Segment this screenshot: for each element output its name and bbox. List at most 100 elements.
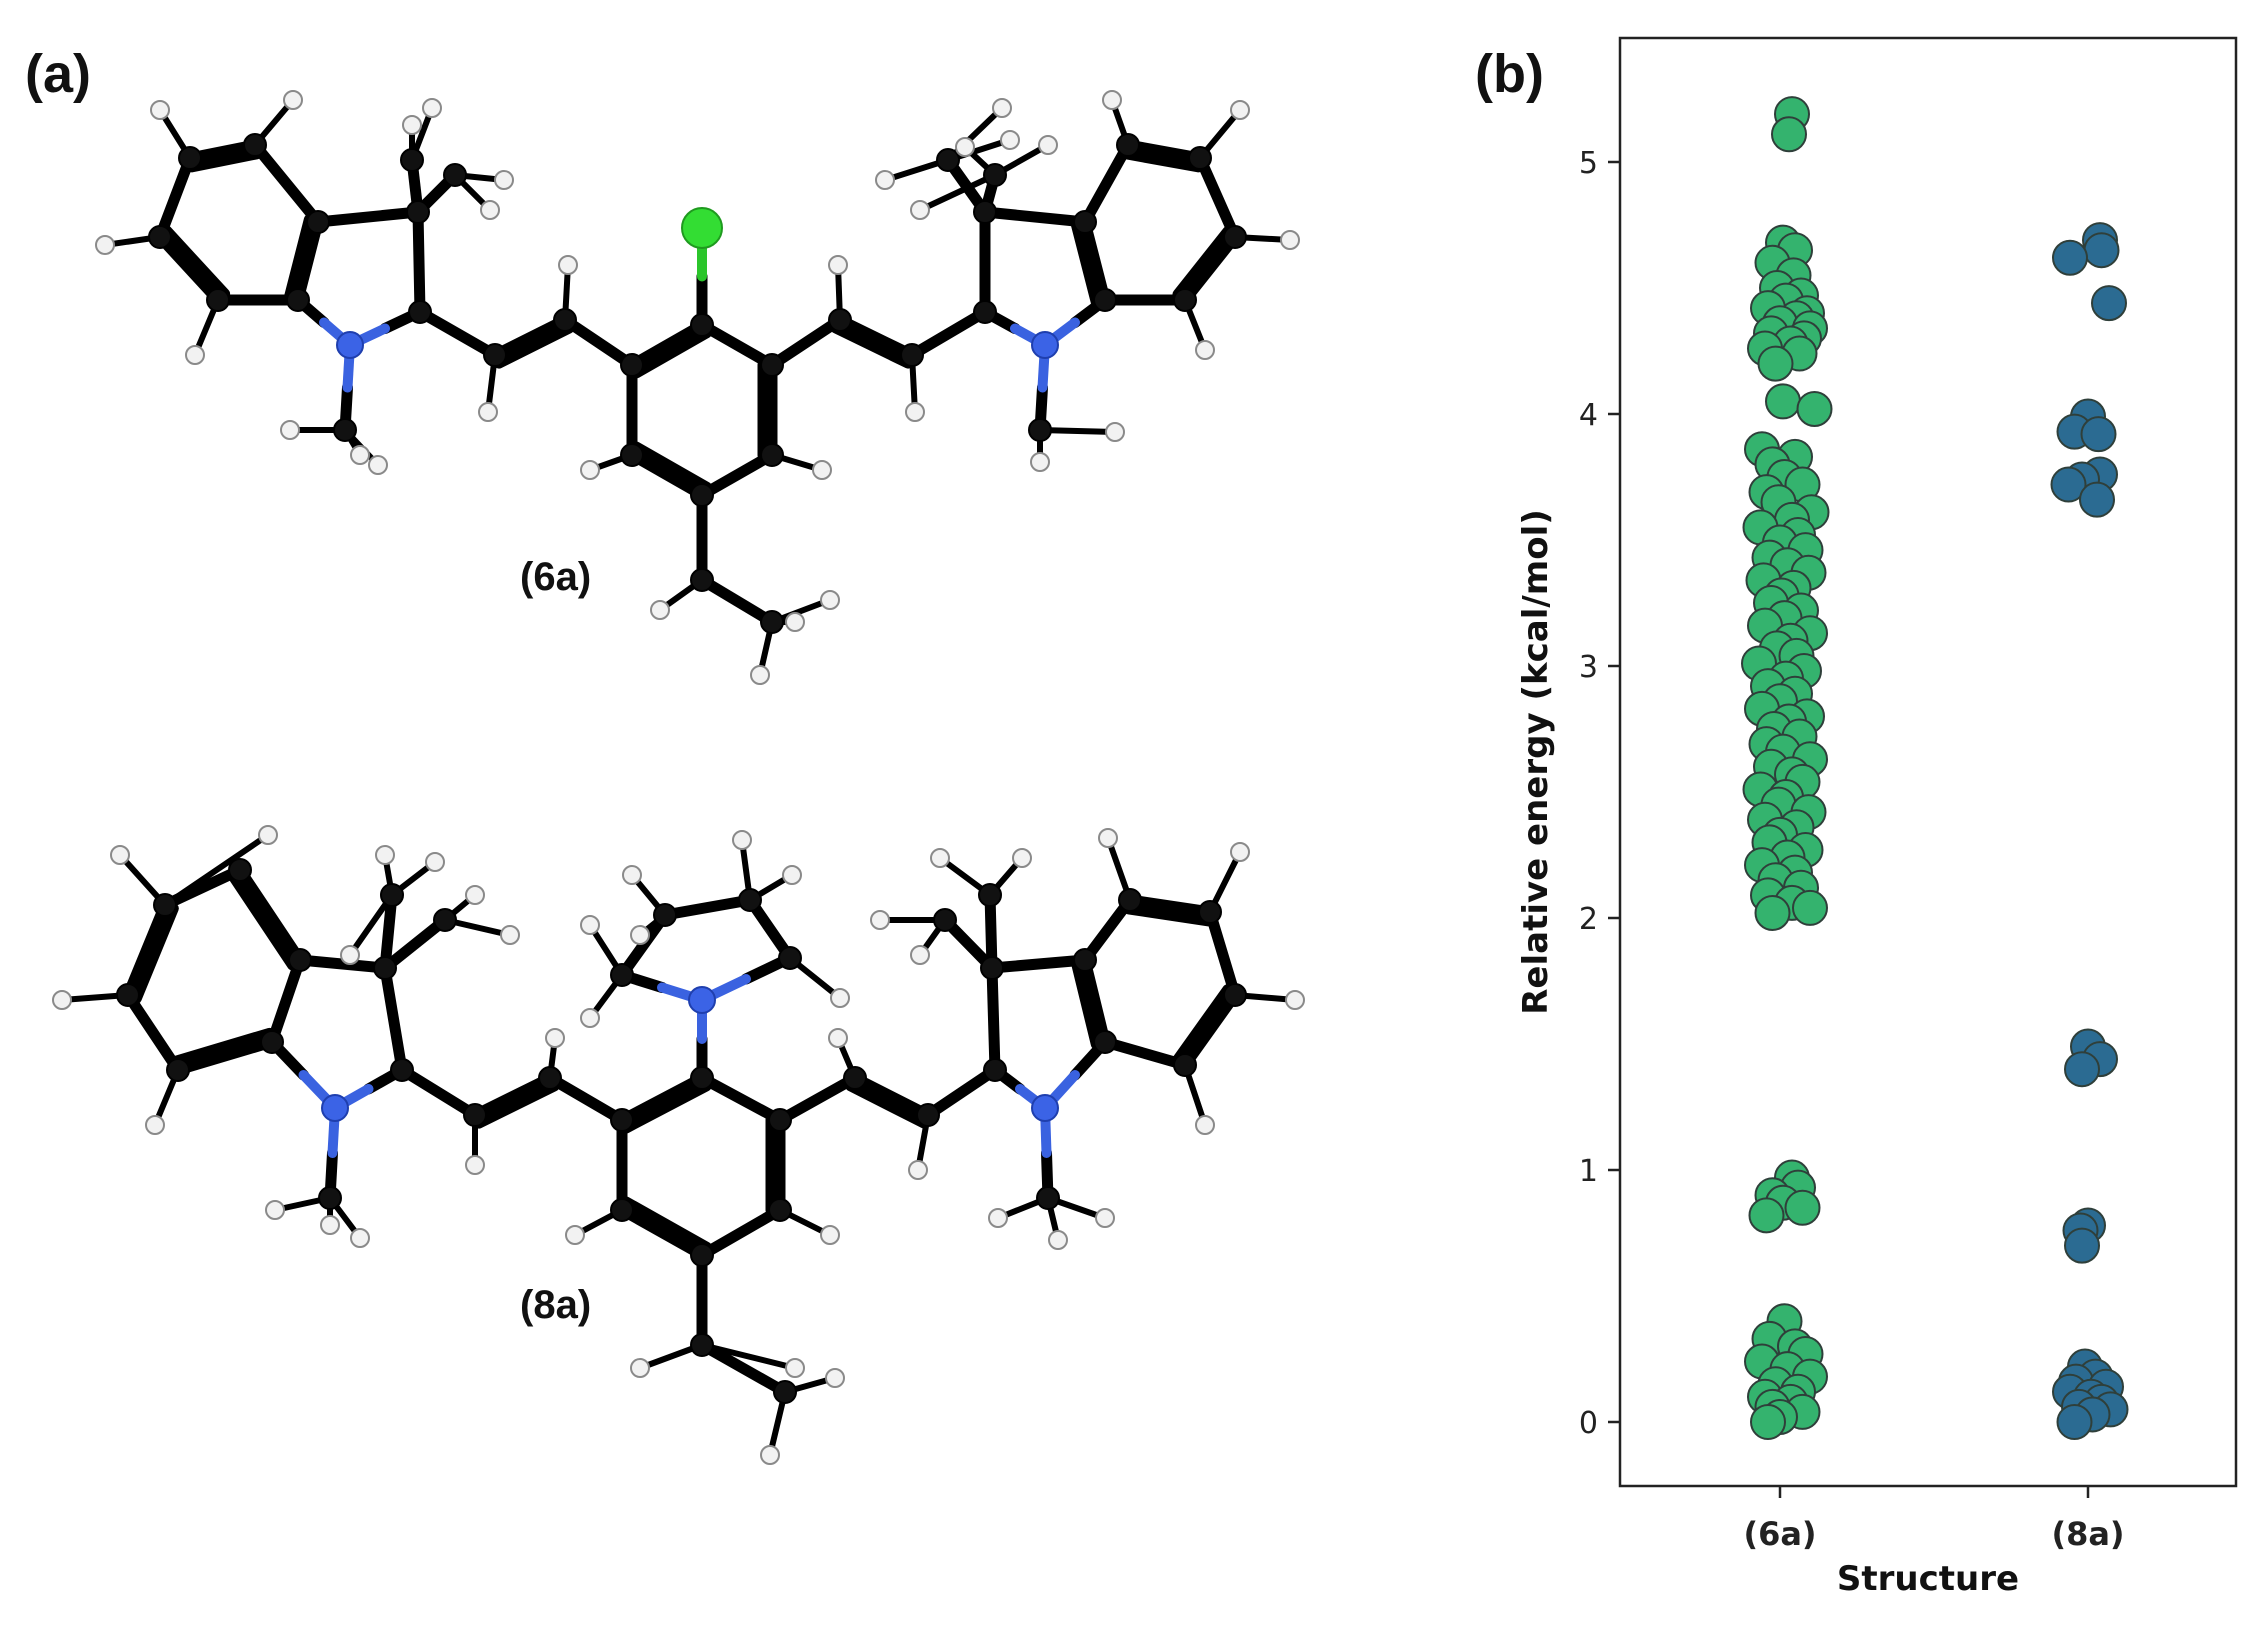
bond [1122,139,1206,164]
bond [379,914,451,974]
nitrogen-atom [336,331,364,359]
hydrogen-atom [150,100,170,120]
carbon-atom [373,956,397,980]
bond [469,1072,556,1121]
carbon-atom [610,1108,634,1132]
bond [161,225,231,300]
bond [1204,906,1241,1001]
carbon-atom [778,946,802,970]
hydrogen-atom [820,1225,840,1245]
carbon-atom [973,300,997,324]
bond [473,1080,560,1129]
panel-b-label: (b) [1475,44,1544,104]
data-point-8a [2064,1227,2100,1264]
hydrogen-atom [465,885,485,905]
carbon-atom [1118,888,1142,912]
bond [830,322,914,369]
bond [630,441,712,493]
data-point-6a [1757,345,1794,382]
bond [122,899,171,1001]
x-tick-label: (6a) [1743,1515,1816,1553]
carbon-atom [553,308,577,332]
hydrogen-atom [1048,1230,1068,1250]
bond [986,954,1091,974]
carbon-atom [690,483,714,507]
carbon-atom [690,313,714,337]
carbon-atom [406,200,430,224]
carbon-atom [620,443,644,467]
bond [1124,894,1216,918]
bond [1172,984,1234,1066]
bond [493,322,575,369]
bond [379,889,398,974]
bond [379,962,408,1076]
nitrogen-atom [1031,331,1059,359]
carbon-atom [318,1186,342,1210]
carbon-atom [443,163,467,187]
bond [172,1036,278,1076]
y-axis-title: Relative energy (kcal/mol) [1516,509,1556,1015]
nitrogen-atom [1031,1094,1059,1122]
carbon-atom [166,1058,190,1082]
y-tick-label: 4 [1579,398,1598,433]
carbon-atom [916,1103,940,1127]
carbon-atom [288,948,312,972]
carbon-atom [690,1243,714,1267]
y-tick-label: 5 [1579,146,1598,181]
x-tick-label: (8a) [2051,1515,2124,1553]
bond [774,1072,861,1126]
bond [266,954,306,1048]
chlorine-atom [681,207,723,249]
carbon-atom [843,1066,867,1090]
bond [696,319,778,371]
hydrogen-atom [905,402,925,422]
carbon-atom [1073,948,1097,972]
hydrogen-atom [1000,130,1020,150]
hydrogen-atom [1012,848,1032,868]
data-point-8a [2052,239,2088,276]
carbon-atom [260,1030,284,1054]
data-point-8a [2083,232,2120,269]
hydrogen-atom [1102,90,1122,110]
bond [122,989,184,1076]
hydrogen-atom [828,1028,848,1048]
hydrogen-atom [580,460,600,480]
carbon-atom [408,300,432,324]
carbon-atom [228,858,252,882]
hydrogen-atom [1285,990,1305,1010]
bond [834,314,918,361]
hydrogen-atom [830,988,850,1008]
bond [234,864,306,966]
carbon-atom [978,883,1002,907]
bond [620,1080,712,1134]
hydrogen-atom [760,1445,780,1465]
carbon-atom [380,883,404,907]
bond [917,172,998,213]
carbon-atom [1093,1030,1117,1054]
molecule-6a-structure [95,90,1300,685]
carbon-atom [483,343,507,367]
hydrogen-atom [265,1200,285,1220]
hydrogen-atom [340,945,360,965]
carbon-atom [768,1108,792,1132]
data-point-8a [2091,285,2127,322]
hydrogen-atom [1280,230,1300,250]
carbon-atom [973,200,997,224]
data-point-8a [2080,416,2117,453]
carbon-atom [1173,1053,1197,1077]
molecule-8a-label: (8a) [520,1283,591,1327]
carbon-atom [983,163,1007,187]
data-point-6a [1748,1197,1785,1234]
bond [1179,989,1241,1071]
bond [626,449,708,501]
bond [696,1339,791,1398]
hydrogen-atom [258,825,278,845]
bond [1194,152,1241,243]
hydrogen-atom [375,845,395,865]
bond [559,314,638,371]
y-tick-label: 3 [1579,650,1598,685]
hydrogen-atom [465,1155,485,1175]
bond [696,574,778,628]
bond [396,1064,481,1121]
